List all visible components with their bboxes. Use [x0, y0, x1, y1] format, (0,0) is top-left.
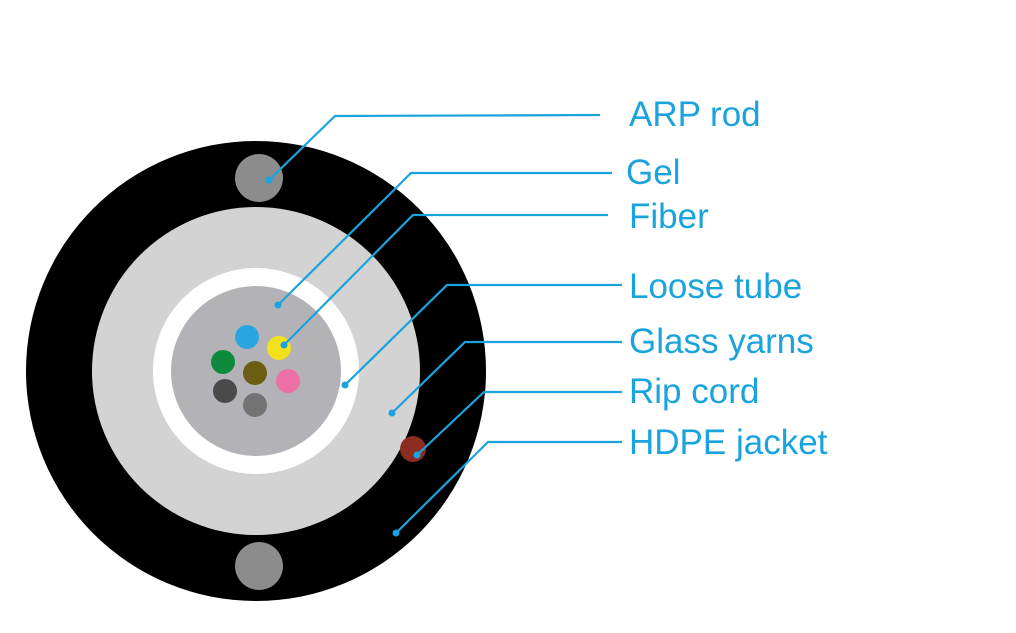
fiber-pink [276, 369, 300, 393]
label-gel: Gel [626, 153, 680, 192]
leader-dot-fiber [280, 341, 288, 349]
leader-line-arp-rod [268, 113, 601, 181]
label-loose-tube: Loose tube [629, 267, 802, 306]
label-hdpe-jacket: HDPE jacket [629, 423, 828, 462]
fiber-yellow [267, 336, 291, 360]
leader-dot-glass-yarns [388, 409, 396, 417]
arp-rod-bottom [235, 542, 283, 590]
cable-cross-section [26, 141, 486, 601]
fiber-gray [243, 393, 267, 417]
leader-dot-loose-tube [341, 381, 349, 389]
leader-line-loose-tube [344, 283, 622, 386]
leader-dot-rip-cord [413, 451, 421, 459]
leader-lines [268, 113, 622, 534]
leader-line-hdpe-jacket [395, 440, 622, 534]
leader-line-gel [277, 171, 612, 306]
leader-line-glass-yarns [391, 340, 622, 414]
labels: ARP rod Gel Fiber Loose tube Glass yarns… [626, 95, 828, 462]
fiber-green [211, 350, 235, 374]
arp-rod-top [235, 154, 283, 202]
leader-line-fiber [283, 213, 608, 346]
fiber-dark-gray [213, 379, 237, 403]
label-rip-cord: Rip cord [629, 372, 759, 411]
label-arp-rod: ARP rod [629, 95, 761, 134]
label-glass-yarns: Glass yarns [629, 322, 814, 361]
fiber-blue [235, 325, 259, 349]
label-fiber: Fiber [629, 197, 709, 236]
leader-dot-hdpe-jacket [392, 529, 400, 537]
leader-line-rip-cord [416, 390, 622, 456]
leader-dots [265, 176, 421, 537]
leader-dot-arp-rod [265, 176, 273, 184]
leader-dot-gel [274, 301, 282, 309]
fiber-bundle [211, 325, 300, 417]
fiber-olive [243, 361, 267, 385]
